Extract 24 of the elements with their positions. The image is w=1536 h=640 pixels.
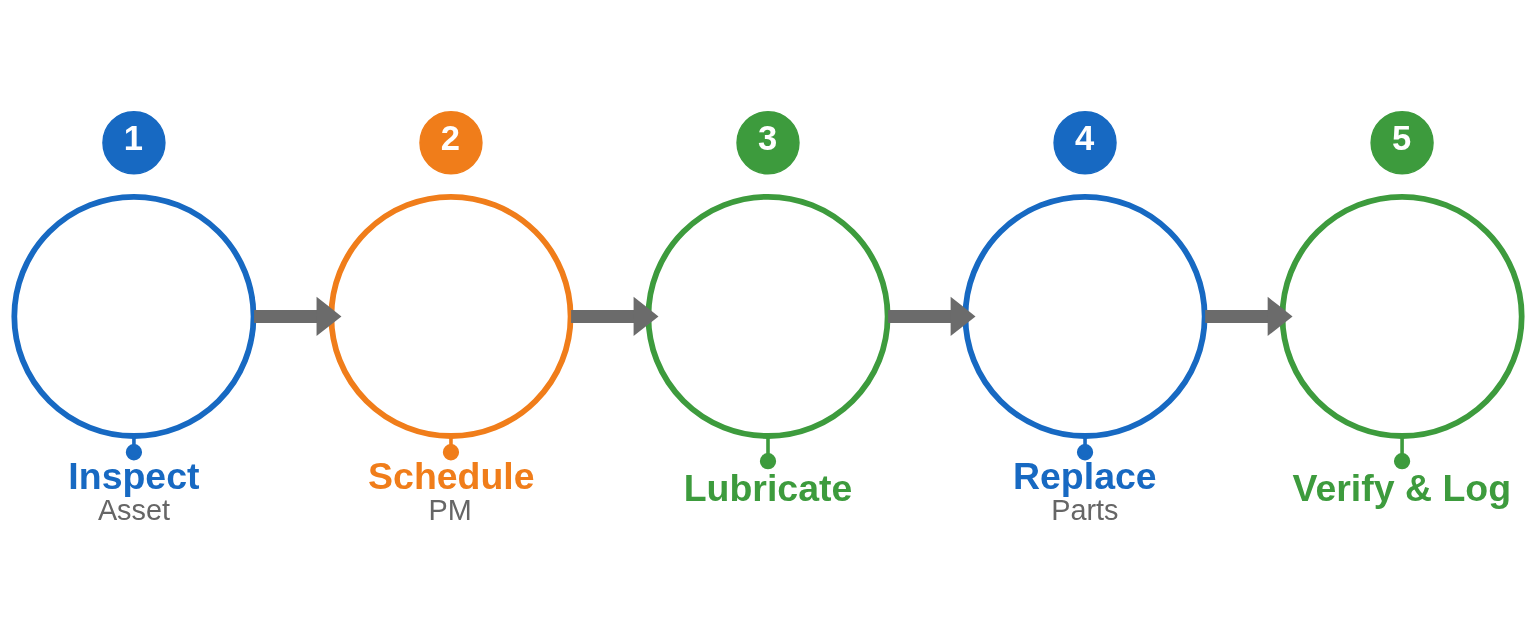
connector <box>125 436 143 461</box>
connector <box>1076 436 1094 461</box>
node-text: Replace Parts <box>1012 455 1157 526</box>
connector <box>759 436 777 470</box>
arrow <box>571 296 659 336</box>
node-circle: 5 <box>1370 111 1434 175</box>
node-circle <box>11 193 257 439</box>
arrow <box>888 296 976 336</box>
node-circle: 2 <box>419 111 483 175</box>
connector <box>442 436 460 461</box>
node-circle <box>962 193 1208 439</box>
node-text: Verify & Log <box>1292 467 1512 510</box>
node-text: Lubricate <box>683 467 853 510</box>
connector <box>1393 436 1411 470</box>
arrow <box>1205 296 1293 336</box>
node-circle: 1 <box>102 111 166 175</box>
node-text: Schedule PM <box>368 455 535 526</box>
node-text: Inspect Asset <box>68 455 200 526</box>
node-circle: 3 <box>736 111 800 175</box>
node-circle <box>1279 193 1525 439</box>
node-circle: 4 <box>1053 111 1117 175</box>
node-circle <box>645 193 891 439</box>
node-circle <box>328 193 574 439</box>
arrow <box>254 296 342 336</box>
